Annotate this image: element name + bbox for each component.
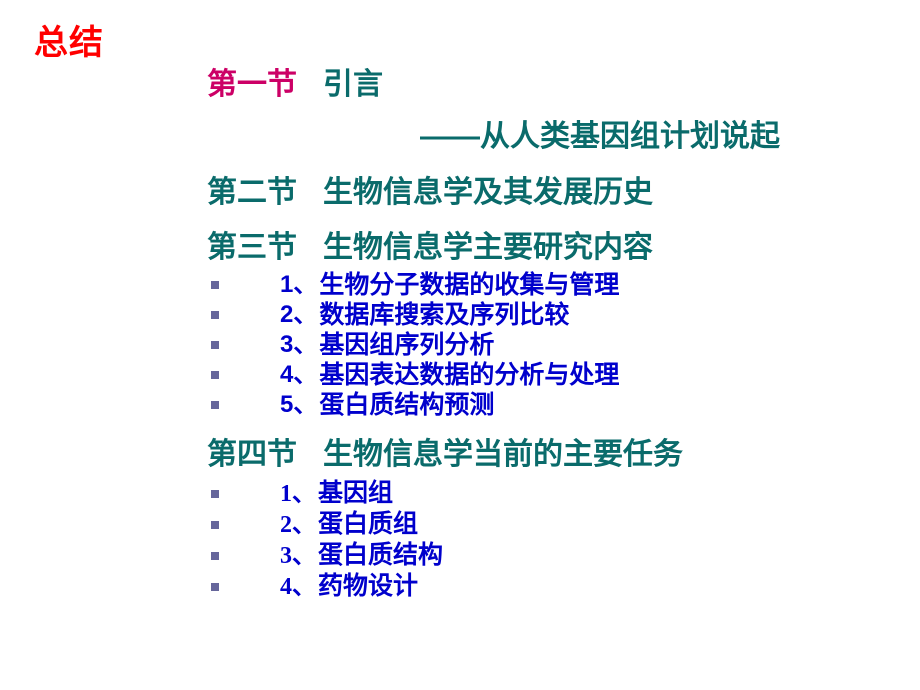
section-heading-1: 第一节引言 xyxy=(207,70,907,100)
list-item-index: 3、 xyxy=(280,542,316,569)
section-number-4: 第四节 xyxy=(207,438,297,471)
list-item-label: 蛋白质结构 xyxy=(318,541,444,569)
list-item: 4、 药物设计 xyxy=(207,571,907,602)
list-item-label: 蛋白质结构预测 xyxy=(319,390,495,419)
list-item: 2、 蛋白质组 xyxy=(207,509,907,540)
list-item: 5、 蛋白质结构预测 xyxy=(207,390,907,420)
section-title-3: 生物信息学主要研究内容 xyxy=(323,231,653,264)
list-item-index: 4、 xyxy=(280,361,318,388)
list-item-label: 数据库搜索及序列比较 xyxy=(319,300,570,329)
list-item: 4、 基因表达数据的分析与处理 xyxy=(207,360,907,390)
list-item-label: 蛋白质组 xyxy=(318,510,419,538)
square-bullet-icon xyxy=(211,341,219,349)
list-item-label: 生物分子数据的收集与管理 xyxy=(319,270,620,299)
slide-body: 第一节引言 ——从人类基因组计划说起 第二节生物信息学及其发展历史 第三节生物信… xyxy=(207,70,907,602)
list-item-index: 2、 xyxy=(280,511,316,538)
slide-title: 总结 xyxy=(34,24,104,62)
section-title-4: 生物信息学当前的主要任务 xyxy=(323,438,683,471)
list-item-index: 2、 xyxy=(280,301,318,328)
list-item: 1、 生物分子数据的收集与管理 xyxy=(207,270,907,300)
section-subtitle-1: ——从人类基因组计划说起 xyxy=(420,120,780,153)
square-bullet-icon xyxy=(211,489,219,498)
bullet-list-section-4: 1、 基因组 2、 蛋白质组 3、 蛋白质结构 4、 药物设计 xyxy=(207,478,907,602)
list-item-label: 药物设计 xyxy=(318,572,419,600)
list-item: 2、 数据库搜索及序列比较 xyxy=(207,300,907,330)
section-number-2: 第二节 xyxy=(207,176,297,209)
section-heading-2: 第二节生物信息学及其发展历史 xyxy=(207,178,907,208)
list-item: 3、 蛋白质结构 xyxy=(207,540,907,571)
square-bullet-icon xyxy=(211,401,219,409)
list-item: 1、 基因组 xyxy=(207,478,907,509)
section-heading-4: 第四节生物信息学当前的主要任务 xyxy=(207,440,907,470)
list-item-index: 4、 xyxy=(280,573,316,600)
section-heading-3: 第三节生物信息学主要研究内容 xyxy=(207,233,907,263)
list-item-index: 3、 xyxy=(280,331,318,358)
square-bullet-icon xyxy=(211,520,219,529)
list-item-index: 1、 xyxy=(280,480,316,507)
list-item-label: 基因组 xyxy=(318,479,394,507)
square-bullet-icon xyxy=(211,582,219,591)
square-bullet-icon xyxy=(211,281,219,289)
list-item: 3、 基因组序列分析 xyxy=(207,330,907,360)
list-item-label: 基因组序列分析 xyxy=(319,330,495,359)
list-item-label: 基因表达数据的分析与处理 xyxy=(319,360,620,389)
square-bullet-icon xyxy=(211,551,219,560)
bullet-list-section-3: 1、 生物分子数据的收集与管理 2、 数据库搜索及序列比较 3、 基因组序列分析… xyxy=(207,270,907,420)
section-title-2: 生物信息学及其发展历史 xyxy=(323,176,653,209)
section-number-3: 第三节 xyxy=(207,231,297,264)
list-item-index: 5、 xyxy=(280,391,318,418)
square-bullet-icon xyxy=(211,371,219,379)
list-item-index: 1、 xyxy=(280,271,318,298)
section-number-1: 第一节 xyxy=(207,68,297,101)
section-title-1: 引言 xyxy=(323,68,383,101)
square-bullet-icon xyxy=(211,311,219,319)
